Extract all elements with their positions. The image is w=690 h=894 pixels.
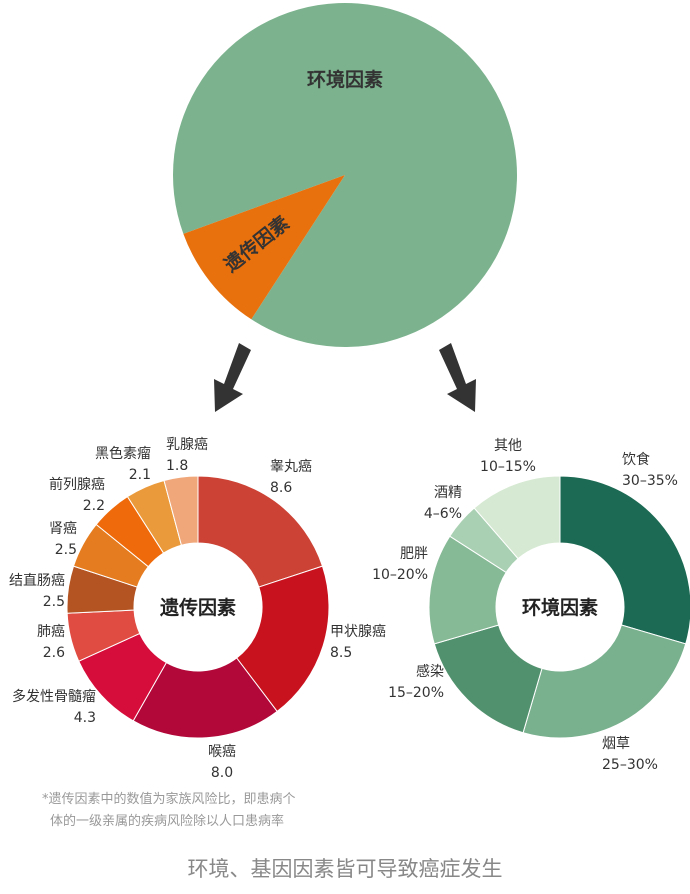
environment-value-0: 30–35%	[622, 473, 678, 489]
genetic-value-0: 8.6	[270, 480, 292, 496]
genetic-label-0: 睾丸癌	[270, 459, 312, 475]
arrow-left-icon	[214, 343, 251, 412]
environment-label-4: 酒精	[434, 485, 462, 501]
genetic-slice-0	[197, 475, 324, 588]
genetic-slice-9	[163, 475, 199, 546]
genetic-value-6: 2.5	[55, 542, 77, 558]
genetic-label-2: 喉癌	[208, 744, 236, 760]
environment-value-1: 25–30%	[602, 757, 658, 773]
genetic-label-6: 肾癌	[49, 521, 77, 537]
genetic-label-8: 黑色素瘤	[95, 445, 151, 462]
genetic-value-5: 2.5	[43, 594, 65, 610]
environment-label-5: 其他	[494, 438, 522, 454]
genetic-label-9: 乳腺癌	[166, 437, 208, 453]
arrows	[214, 343, 476, 412]
genetic-value-2: 8.0	[211, 765, 233, 781]
environment-slice-1	[522, 624, 687, 739]
environment-value-4: 4–6%	[424, 506, 462, 522]
genetic-label-3: 多发性骨髓瘤	[12, 688, 96, 705]
arrow-right-icon	[439, 343, 476, 412]
genetic-slice-2	[132, 657, 278, 739]
figure-caption: 环境、基因因素皆可导致癌症发生	[188, 857, 503, 881]
environment-center-label: 环境因素	[522, 596, 598, 619]
genetic-value-9: 1.8	[166, 458, 188, 474]
genetic-label-5: 结直肠癌	[9, 572, 65, 589]
genetic-label-4: 肺癌	[37, 624, 65, 640]
genetic-value-3: 4.3	[74, 710, 96, 726]
environment-label-1: 烟草	[602, 736, 630, 752]
environment-slice-2	[433, 624, 543, 734]
environment-donut-chart: 环境因素 饮食 30–35% 烟草 25–30% 感染 15–20% 肥胖 10–20% 酒精 4–…	[372, 438, 690, 773]
genetic-donut-chart: 遗传因素 睾丸癌 8.6 甲状腺癌 8.5 喉癌 8.0 多发性骨髓瘤 4.3 肺癌 2.6 结直肠癌…	[9, 437, 386, 781]
genetic-label-7: 前列腺癌	[49, 476, 105, 493]
environment-label-2: 感染	[416, 663, 444, 680]
footnote-line-2: 体的一级亲属的疾病风险除以人口患病率	[50, 813, 284, 829]
genetic-value-7: 2.2	[83, 498, 105, 514]
environment-value-3: 10–20%	[372, 567, 428, 583]
footnote-line-1: *遗传因素中的数值为家族风险比，即患病个	[42, 791, 296, 807]
environment-value-5: 10–15%	[480, 459, 536, 475]
pie-slice-genetic	[183, 175, 345, 320]
genetic-slice-1	[235, 565, 330, 713]
genetic-center-label: 遗传因素	[159, 596, 236, 619]
environment-slice-5	[473, 475, 561, 560]
pie-slice-environment	[173, 3, 518, 348]
pie-label-environment: 环境因素	[307, 68, 383, 91]
genetic-label-1: 甲状腺癌	[330, 624, 386, 640]
environment-label-0: 饮食	[622, 451, 650, 468]
genetic-value-4: 2.6	[43, 645, 65, 661]
environment-label-3: 肥胖	[400, 546, 428, 562]
environment-value-2: 15–20%	[388, 685, 444, 701]
genetic-value-8: 2.1	[129, 467, 151, 483]
genetic-value-1: 8.5	[330, 645, 352, 661]
